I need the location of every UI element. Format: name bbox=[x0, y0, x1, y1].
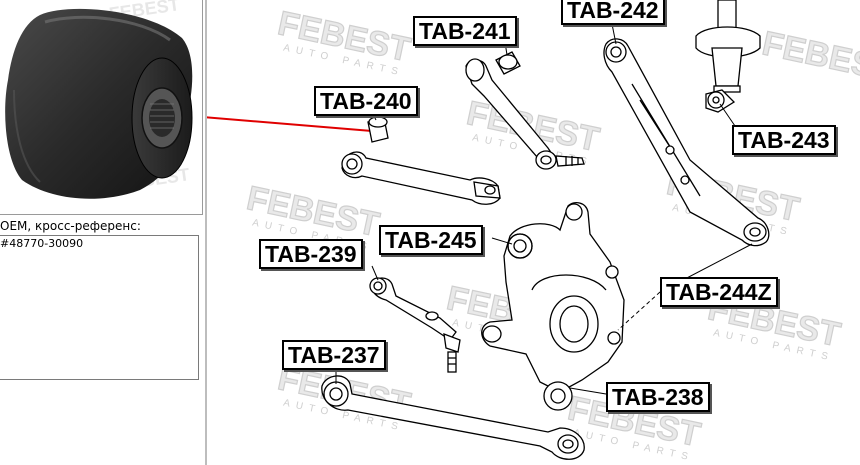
leader-lines bbox=[335, 23, 753, 395]
rear-knuckle bbox=[481, 201, 625, 393]
panel-divider bbox=[205, 0, 207, 465]
suspension-parts bbox=[321, 0, 770, 460]
bushing-tab-245[interactable] bbox=[507, 233, 533, 259]
label-tab-244z[interactable]: TAB-244Z bbox=[660, 277, 778, 307]
shock-absorber bbox=[695, 0, 761, 93]
bushing-tab-238[interactable] bbox=[543, 381, 573, 411]
cross-reference-label: ОЕМ, кросс-референс: bbox=[0, 219, 141, 233]
label-tab-241[interactable]: TAB-241 bbox=[413, 16, 517, 46]
label-tab-239[interactable]: TAB-239 bbox=[259, 239, 363, 269]
cross-reference-box: #48770-30090 bbox=[0, 235, 199, 380]
product-panel: FEBEST FEBEST FEBEST ОЕМ, кросс-референс… bbox=[0, 0, 205, 465]
highlight-pointer-line bbox=[207, 116, 373, 132]
toe-control-arm bbox=[369, 277, 461, 373]
product-photo: FEBEST FEBEST FEBEST bbox=[0, 0, 203, 215]
suspension-diagram: FEBEST AUTO PARTS FEBEST AUTO PARTS FEBE… bbox=[207, 0, 860, 464]
bushing-tab-240[interactable] bbox=[367, 116, 389, 143]
upper-lateral-arm bbox=[341, 151, 501, 205]
trailing-arm-tab-244z bbox=[603, 38, 770, 247]
bushing-image: FEBEST FEBEST FEBEST bbox=[5, 0, 193, 199]
label-tab-245[interactable]: TAB-245 bbox=[379, 225, 483, 255]
bushing-tab-243[interactable] bbox=[705, 89, 736, 113]
label-tab-243[interactable]: TAB-243 bbox=[732, 125, 836, 155]
label-tab-238[interactable]: TAB-238 bbox=[606, 382, 710, 412]
label-tab-240[interactable]: TAB-240 bbox=[314, 86, 418, 116]
label-tab-237[interactable]: TAB-237 bbox=[282, 340, 386, 370]
label-tab-242[interactable]: TAB-242 bbox=[561, 0, 665, 25]
lower-lateral-arm bbox=[321, 375, 585, 460]
svg-text:FEBEST: FEBEST bbox=[759, 24, 860, 89]
cross-reference-value[interactable]: #48770-30090 bbox=[0, 237, 84, 250]
